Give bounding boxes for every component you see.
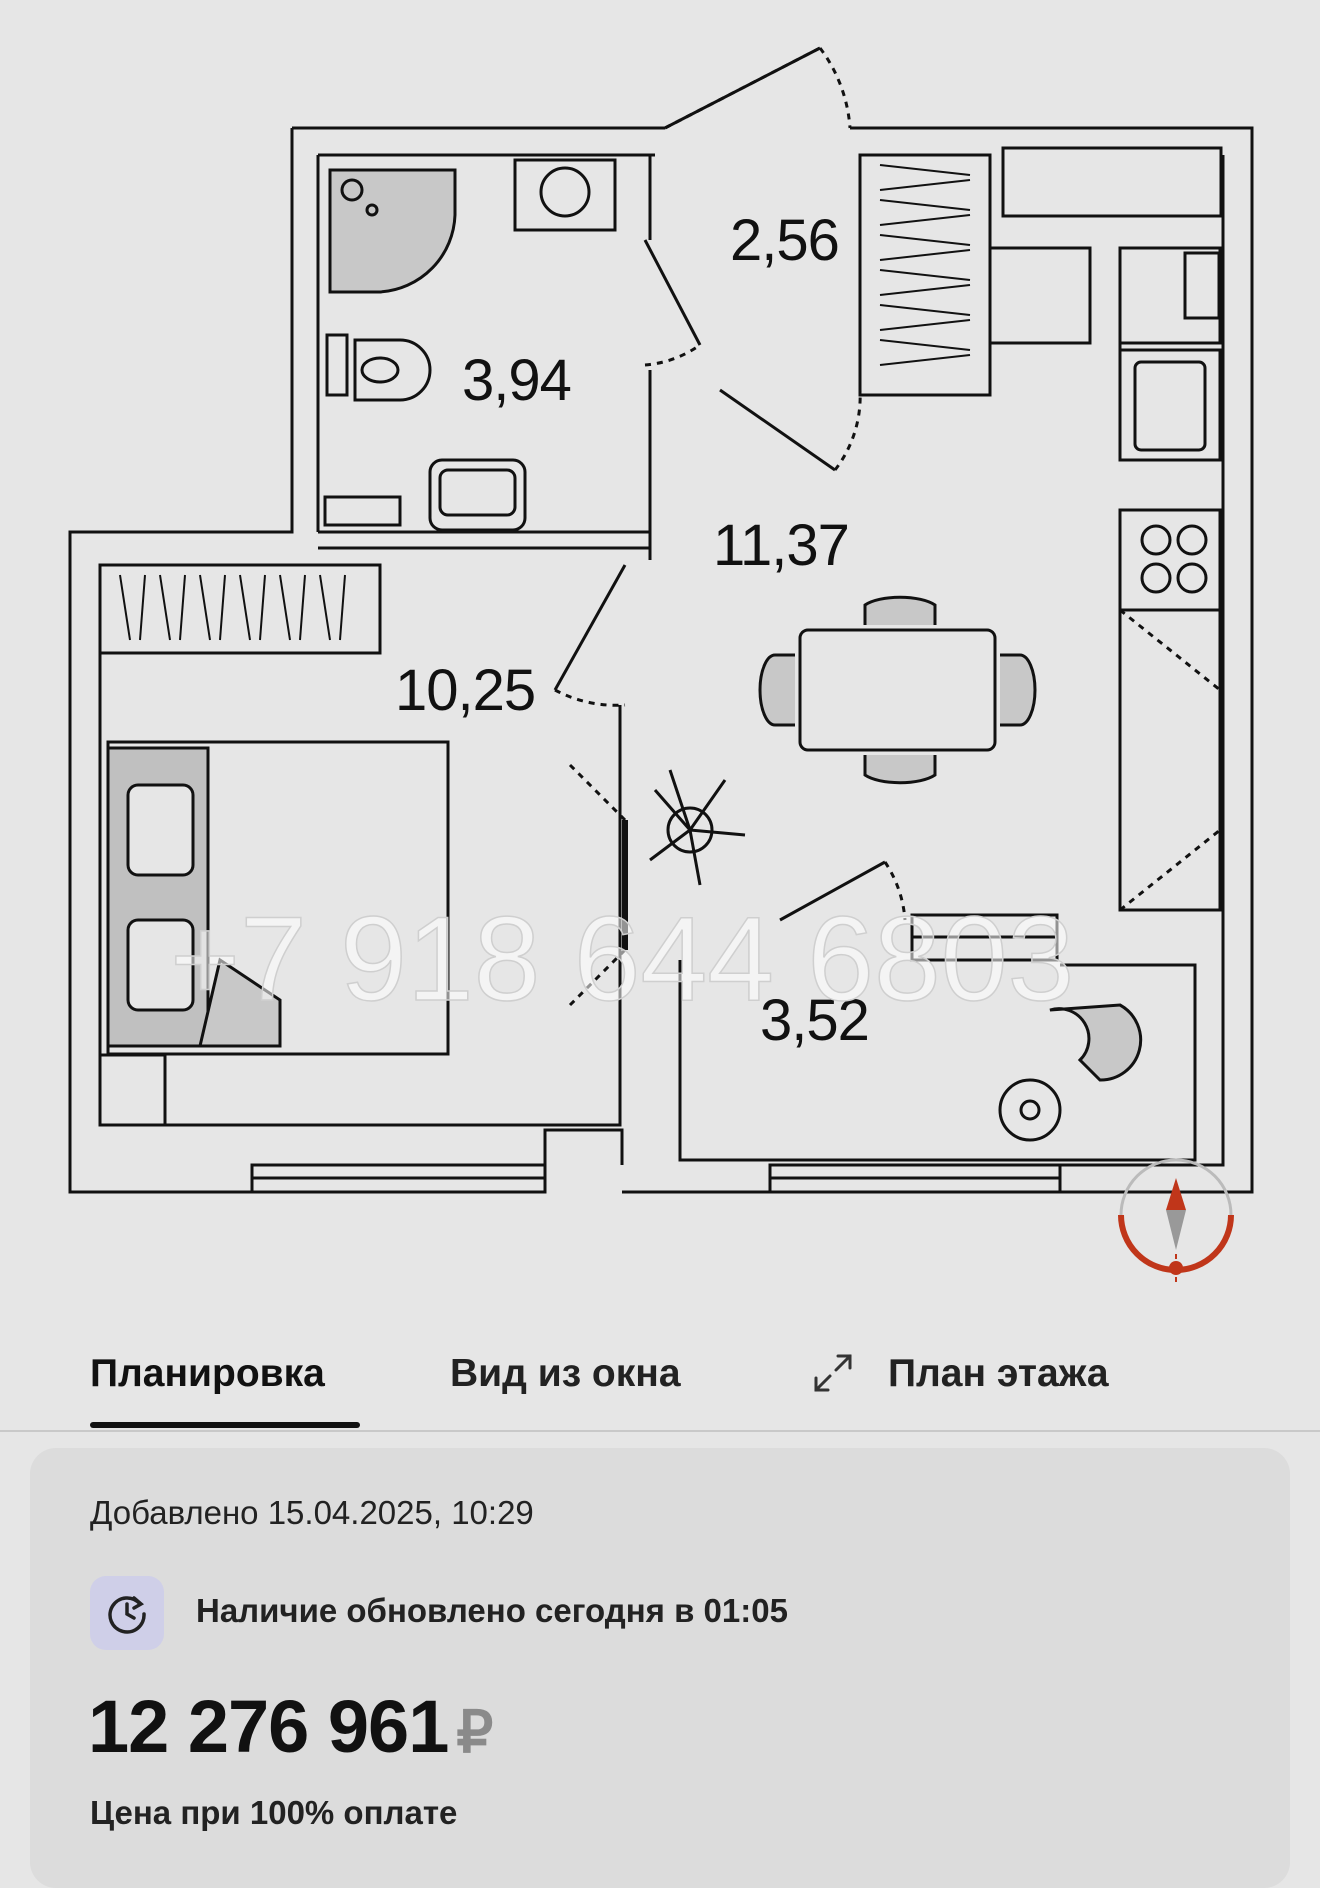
price: 12 276 961₽	[88, 1684, 493, 1769]
availability-status: Наличие обновлено сегодня в 01:05	[196, 1592, 788, 1629]
expand-icon[interactable]	[810, 1350, 856, 1396]
listing-info-card: Добавлено 15.04.2025, 10:29 Наличие обно…	[30, 1448, 1290, 1888]
floor-plan: 3,94 2,56 11,37 10,25 3,52 +7 918 644 68…	[68, 46, 1254, 1282]
tab-layout[interactable]: Планировка	[90, 1352, 325, 1395]
room-area-bathroom: 3,94	[462, 348, 571, 413]
active-tab-indicator	[90, 1422, 360, 1428]
added-date: Добавлено 15.04.2025, 10:29	[90, 1494, 534, 1531]
room-area-balcony: 3,52	[760, 988, 869, 1053]
currency-symbol: ₽	[456, 1700, 493, 1765]
price-value: 12 276 961	[88, 1685, 449, 1768]
phone-watermark: +7 918 644 6803	[170, 892, 1074, 1026]
clock-refresh-icon	[90, 1576, 164, 1650]
tab-window-view[interactable]: Вид из окна	[450, 1352, 681, 1395]
room-area-kitchen-living: 11,37	[713, 513, 849, 578]
view-tabs: Планировка Вид из окна План этажа	[0, 1330, 1320, 1432]
tab-floor-plan[interactable]: План этажа	[888, 1352, 1109, 1395]
room-area-bedroom: 10,25	[395, 658, 535, 723]
room-area-hall: 2,56	[730, 208, 839, 273]
compass-icon	[1118, 1158, 1234, 1282]
price-note: Цена при 100% оплате	[90, 1794, 458, 1831]
